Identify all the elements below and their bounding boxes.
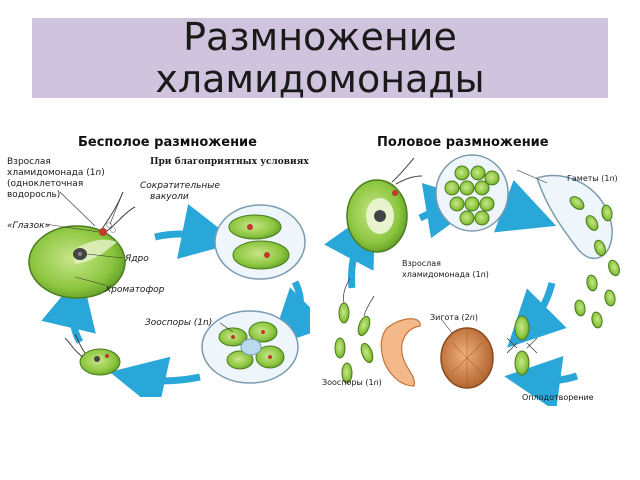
- sexual-diagram: Гаметы (1n) Взрослая хламидомонада (1n) …: [322, 154, 620, 406]
- sexual-label-adult-2: хламидомонада (1n): [402, 270, 489, 279]
- asexual-label-chromatophore: Хроматофор: [104, 285, 165, 295]
- released-zoospore: [64, 333, 121, 376]
- slide-title-line-2: хламидомонады: [155, 57, 485, 101]
- asexual-label-zoospores: Зооспоры (1n): [145, 318, 212, 328]
- dividing-cell: [214, 204, 306, 280]
- sexual-arrow-right: [504, 355, 579, 406]
- asexual-label-vacuole-2: вакуоли: [150, 192, 189, 202]
- sexual-label-adult-1: Взрослая: [402, 259, 441, 268]
- zygote-shape: [440, 327, 494, 389]
- asexual-label-conditions: При благоприятных условиях: [150, 156, 309, 167]
- sexual-label-fertilization: Оплодотворение: [522, 393, 594, 402]
- adult-cell: [28, 191, 136, 299]
- asexual-label-eyespot: «Глазок»: [7, 221, 50, 231]
- germinating-zygote: [380, 318, 421, 387]
- cycle-arrow-right: [270, 280, 310, 347]
- asexual-diagram: Взрослая хламидомонада (1n) (одноклеточн…: [7, 156, 310, 397]
- slide-title: Размножение хламидомонады: [32, 16, 608, 100]
- sexual-label-gametes: Гаметы (1n): [567, 174, 618, 183]
- sexual-arrow-gametes: [507, 282, 567, 348]
- asexual-label-vacuole-1: Сократительные: [140, 181, 220, 191]
- fertilizing-gametes: [506, 315, 538, 376]
- gamete-producing-cell: [435, 154, 509, 232]
- released-gametes: [536, 174, 620, 329]
- asexual-label-adult-2: хламидомонада (1n): [7, 168, 105, 178]
- eyespot-shape: [99, 228, 107, 236]
- asexual-label-adult-1: Взрослая: [7, 157, 51, 167]
- cycle-arrow-top: [154, 204, 238, 259]
- asexual-label-adult-4: водоросль): [7, 190, 60, 200]
- sexual-adult-cell: [346, 157, 423, 253]
- sexual-zoospores: [334, 277, 375, 384]
- asexual-heading: Бесполое размножение: [78, 135, 257, 150]
- cycle-arrow-left: [41, 272, 96, 344]
- asexual-label-nucleus: Ядро: [124, 254, 149, 264]
- sexual-heading: Половое размножение: [377, 135, 549, 150]
- title-banner: Размножение хламидомонады: [32, 16, 608, 100]
- asexual-label-adult-3: (одноклеточная: [7, 179, 83, 189]
- sexual-label-zoospores: Зооспоры (1n): [322, 378, 382, 387]
- sexual-label-zygote: Зигота (2n): [430, 313, 478, 322]
- cycle-arrow-bottom: [109, 356, 201, 397]
- zoospores-cluster: [201, 310, 299, 384]
- slide-title-line-1: Размножение: [183, 15, 457, 59]
